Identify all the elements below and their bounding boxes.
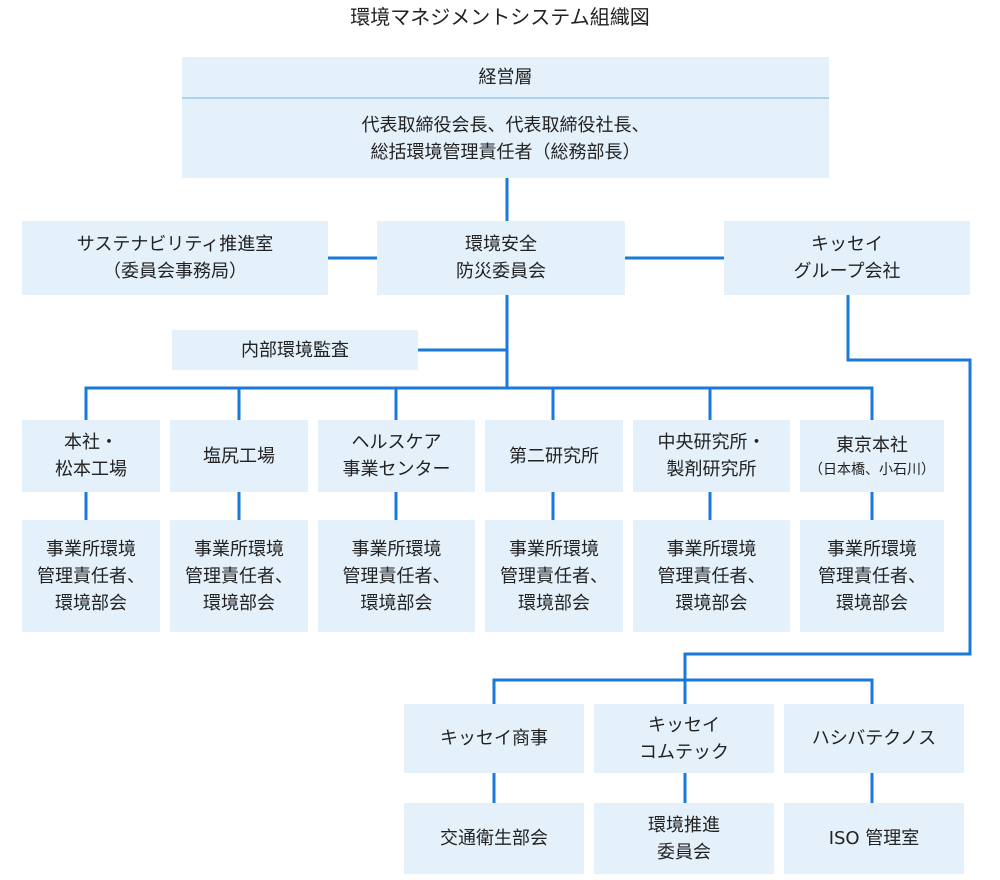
site-line2: 製剤研究所: [666, 459, 757, 480]
site-manager-line2: 管理責任者、: [185, 565, 293, 587]
internal-audit-label: 内部環境監査: [241, 339, 349, 361]
subsidiary-unit-box: ISO 管理室: [784, 803, 964, 874]
site-line1: 本社・: [64, 432, 118, 453]
site-manager-line1: 事業所環境: [46, 538, 136, 560]
site-box: 中央研究所・ 製剤研究所: [633, 420, 790, 492]
site-manager-line1: 事業所環境: [509, 538, 599, 560]
management-members-line2: 総括環境管理責任者（総務部長）: [370, 141, 641, 163]
sustainability-line1: サステナビリティ推進室: [76, 234, 274, 255]
subsidiary-line2: コムテック: [639, 741, 729, 763]
site-manager-box: 事業所環境 管理責任者、 環境部会: [318, 520, 475, 632]
group-companies-line1: キッセイ: [811, 234, 883, 255]
management-box: 経営層 代表取締役会長、代表取締役社長、 総括環境管理責任者（総務部長）: [182, 57, 829, 178]
committee-box: 環境安全 防災委員会: [377, 221, 625, 295]
site-line1: 東京本社: [836, 434, 908, 456]
site-manager-line2: 管理責任者、: [657, 565, 766, 587]
page-title: 環境マネジメントシステム組織図: [350, 5, 650, 29]
subsidiary-unit-line1: ISO 管理室: [828, 828, 920, 849]
site-manager-line1: 事業所環境: [194, 538, 284, 560]
subsidiary-line1: ハシバテクノス: [811, 728, 937, 749]
site-manager-line3: 環境部会: [55, 592, 127, 614]
site-note: （日本橋、小石川）: [809, 461, 935, 478]
management-members: 代表取締役会長、代表取締役社長、 総括環境管理責任者（総務部長）: [182, 99, 829, 178]
site-manager-box: 事業所環境 管理責任者、 環境部会: [22, 520, 160, 632]
subsidiary-box: キッセイ コムテック: [594, 704, 774, 773]
site-manager-line2: 管理責任者、: [342, 565, 451, 587]
management-members-line1: 代表取締役会長、代表取締役社長、: [361, 114, 650, 136]
internal-audit-box: 内部環境監査: [172, 330, 418, 370]
committee-line2: 防災委員会: [456, 261, 546, 282]
site-manager-line3: 環境部会: [518, 592, 590, 614]
site-manager-box: 事業所環境 管理責任者、 環境部会: [800, 520, 944, 632]
management-header: 経営層: [182, 57, 829, 99]
subsidiary-box: キッセイ商事: [404, 704, 584, 773]
site-manager-line3: 環境部会: [203, 592, 275, 614]
site-manager-line3: 環境部会: [836, 592, 908, 614]
site-box: 東京本社 （日本橋、小石川）: [800, 420, 944, 492]
site-manager-line2: 管理責任者、: [500, 565, 608, 587]
site-line1: 中央研究所・: [657, 432, 766, 453]
site-manager-box: 事業所環境 管理責任者、 環境部会: [633, 520, 790, 632]
site-manager-line3: 環境部会: [360, 592, 433, 614]
subsidiary-box: ハシバテクノス: [784, 704, 964, 773]
subsidiary-unit-line1: 交通衛生部会: [440, 828, 548, 849]
subsidiary-unit-line2: 委員会: [657, 841, 711, 863]
group-companies-line2: グループ会社: [793, 261, 901, 282]
site-manager-line2: 管理責任者、: [818, 565, 926, 587]
site-manager-line3: 環境部会: [675, 592, 748, 614]
subsidiary-unit-box: 交通衛生部会: [404, 803, 584, 874]
site-manager-line1: 事業所環境: [666, 538, 757, 560]
sustainability-box: サステナビリティ推進室 （委員会事務局）: [22, 221, 328, 295]
site-box: 本社・ 松本工場: [22, 420, 160, 492]
subsidiary-line1: キッセイ商事: [440, 728, 548, 749]
site-line1: ヘルスケア: [351, 432, 442, 453]
connector-group-route: [683, 293, 972, 682]
group-companies-box: キッセイ グループ会社: [724, 221, 970, 295]
subsidiary-line1: キッセイ: [648, 714, 720, 736]
site-manager-line2: 管理責任者、: [37, 565, 145, 587]
site-manager-box: 事業所環境 管理責任者、 環境部会: [170, 520, 308, 632]
sustainability-line2: （委員会事務局）: [103, 261, 247, 282]
site-line2: 事業センター: [342, 459, 451, 480]
site-box: 塩尻工場: [170, 420, 308, 492]
site-box: ヘルスケア 事業センター: [318, 420, 475, 492]
subsidiary-unit-line1: 環境推進: [648, 814, 720, 836]
site-manager-line1: 事業所環境: [351, 538, 442, 560]
site-manager-box: 事業所環境 管理責任者、 環境部会: [485, 520, 623, 632]
site-line1: 塩尻工場: [203, 445, 275, 467]
subsidiary-unit-box: 環境推進 委員会: [594, 803, 774, 874]
site-box: 第二研究所: [485, 420, 623, 492]
site-line2: 松本工場: [55, 459, 127, 480]
site-manager-line1: 事業所環境: [827, 538, 917, 560]
committee-line1: 環境安全: [465, 234, 537, 255]
site-line1: 第二研究所: [509, 445, 599, 467]
